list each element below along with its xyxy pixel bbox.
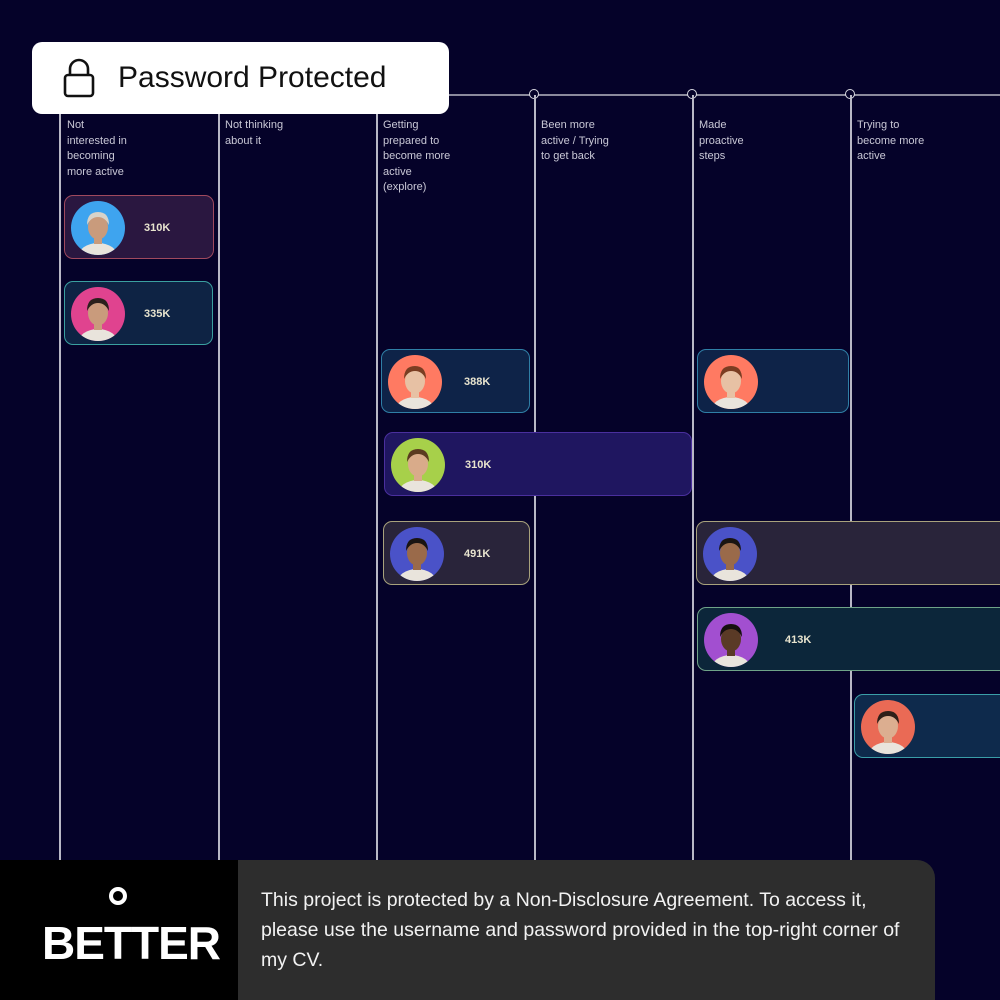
column-divider xyxy=(692,95,694,860)
persona-avatar xyxy=(703,527,757,581)
audience-size: 310K xyxy=(144,222,171,234)
persona-card[interactable] xyxy=(697,349,849,413)
stage-label: Getting prepared to become more active (… xyxy=(383,119,451,193)
lock-icon xyxy=(63,58,95,98)
audience-size: 388K xyxy=(464,376,491,388)
persona-card[interactable]: 310K xyxy=(384,432,692,496)
brand-logo-panel xyxy=(0,860,238,1000)
column-divider xyxy=(59,95,61,860)
nda-message: This project is protected by a Non-Discl… xyxy=(261,889,900,971)
audience-size: 335K xyxy=(144,308,171,320)
persona-card[interactable]: 388K xyxy=(381,349,530,413)
persona-avatar xyxy=(861,700,915,754)
persona-avatar xyxy=(391,438,445,492)
stage-label: Been more active / Trying to get back xyxy=(541,119,609,162)
brand-logo: BETTER xyxy=(42,887,221,970)
persona-card[interactable] xyxy=(854,694,1000,758)
stage-label: Trying to become more active xyxy=(857,119,925,162)
column-divider xyxy=(376,95,378,860)
banner-label: Password Protected xyxy=(118,61,387,94)
audience-size: 310K xyxy=(465,459,492,471)
stage-label: Not thinking about it xyxy=(225,119,284,147)
column-divider xyxy=(218,95,220,860)
persona-avatar xyxy=(71,201,125,255)
brand-name: BETTER xyxy=(42,917,221,969)
stage-label: Made proactive steps xyxy=(699,119,744,162)
stage-label: Not interested in becoming more active xyxy=(67,119,127,178)
timeline-axis xyxy=(440,94,1000,96)
persona-avatar xyxy=(388,355,442,409)
persona-card[interactable] xyxy=(696,521,1000,585)
persona-card[interactable]: 310K xyxy=(64,195,214,259)
audience-size: 491K xyxy=(464,548,491,560)
audience-size: 413K xyxy=(785,634,812,646)
persona-card[interactable]: 491K xyxy=(383,521,530,585)
column-divider xyxy=(850,95,852,860)
persona-card[interactable]: 335K xyxy=(64,281,213,345)
password-protected-banner: Password Protected xyxy=(32,42,449,114)
persona-card[interactable]: 413K xyxy=(697,607,1000,671)
persona-avatar xyxy=(704,613,758,667)
persona-avatar xyxy=(704,355,758,409)
nda-notice: This project is protected by a Non-Discl… xyxy=(238,860,935,1000)
persona-avatar xyxy=(71,287,125,341)
persona-avatar xyxy=(390,527,444,581)
